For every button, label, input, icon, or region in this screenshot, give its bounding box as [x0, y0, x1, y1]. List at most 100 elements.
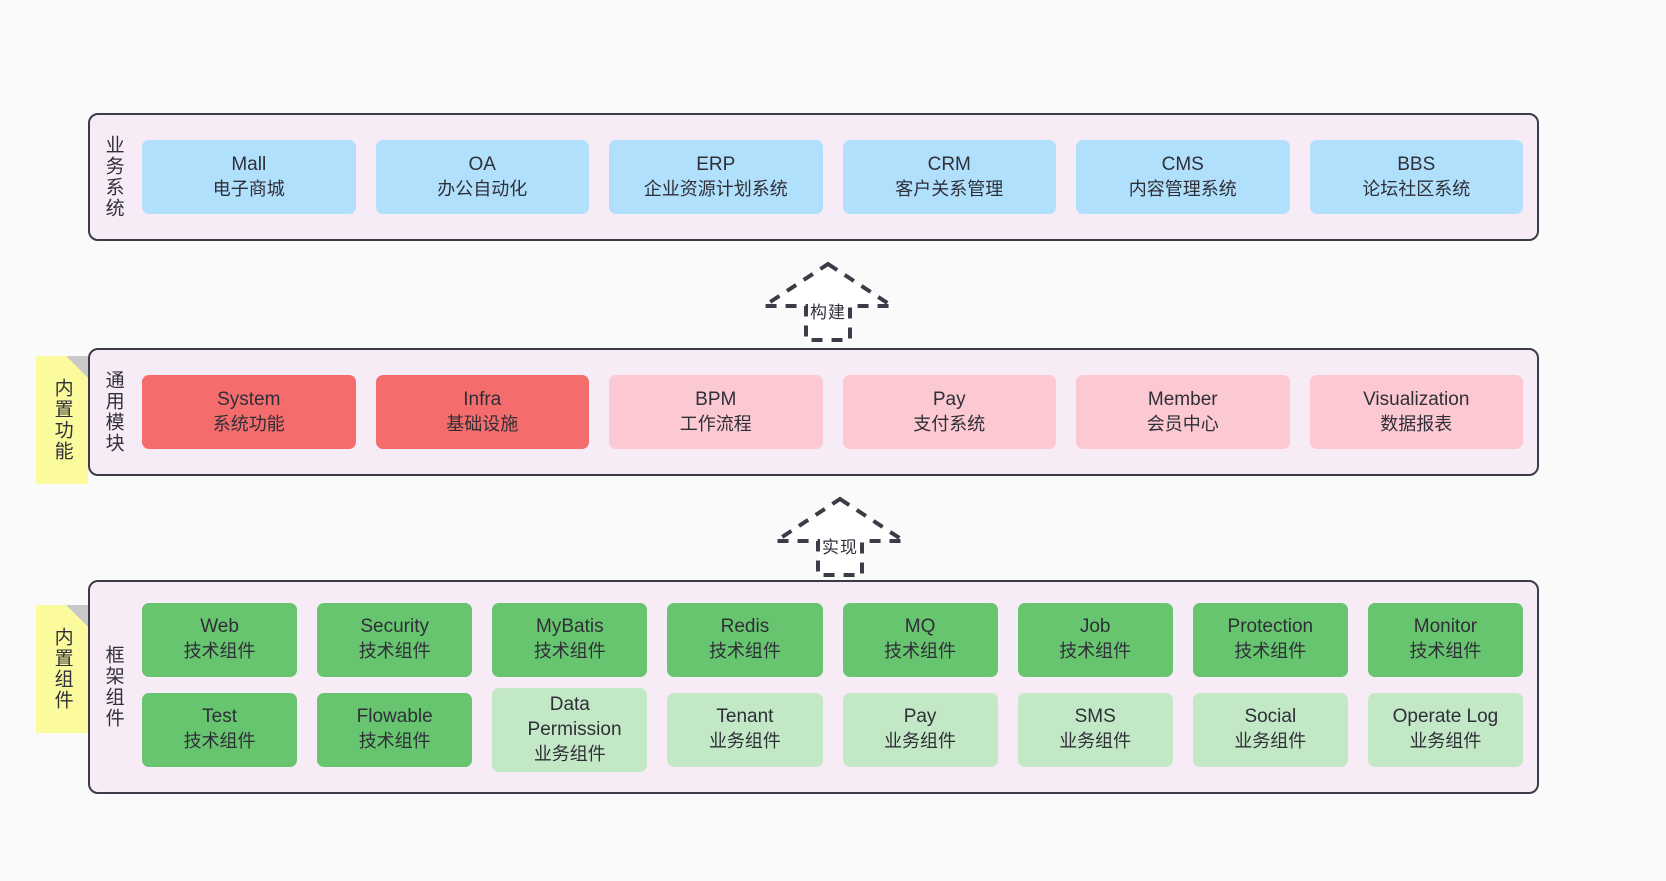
- layer-body-common-module: System 系统功能 Infra 基础设施 BPM 工作流程 Pay 支付系统…: [136, 350, 1537, 474]
- node-system[interactable]: System 系统功能: [142, 375, 356, 449]
- node-subtitle: 支付系统: [913, 413, 986, 434]
- node-title: Mall: [231, 153, 267, 175]
- node-test[interactable]: Test 技术组件: [142, 692, 298, 767]
- node-sms[interactable]: SMS 业务组件: [1017, 692, 1173, 767]
- node-security[interactable]: Security 技术组件: [317, 602, 473, 677]
- node-bbs[interactable]: BBS 论坛社区系统: [1309, 140, 1523, 214]
- node-social[interactable]: Social 业务组件: [1192, 692, 1348, 767]
- connector-build: 构建: [757, 260, 899, 342]
- node-subtitle: 技术组件: [358, 641, 431, 662]
- node-title: Infra: [463, 388, 502, 410]
- node-subtitle: 业务组件: [1409, 731, 1482, 752]
- note-label: 内置功能: [51, 378, 73, 462]
- node-title: Web: [200, 616, 239, 638]
- node-subtitle: 电子商城: [212, 178, 285, 199]
- node-title: Tenant: [716, 706, 774, 728]
- node-subtitle: 内容管理系统: [1128, 178, 1237, 199]
- node-subtitle: 办公自动化: [437, 178, 528, 199]
- node-subtitle: 技术组件: [183, 641, 256, 662]
- node-subtitle: 技术组件: [358, 731, 431, 752]
- node-cms[interactable]: CMS 内容管理系统: [1076, 140, 1290, 214]
- node-monitor[interactable]: Monitor 技术组件: [1367, 602, 1523, 677]
- node-pay-component[interactable]: Pay 业务组件: [842, 692, 998, 767]
- node-tenant[interactable]: Tenant 业务组件: [667, 692, 823, 767]
- node-subtitle: 业务组件: [708, 731, 781, 752]
- node-crm[interactable]: CRM 客户关系管理: [842, 140, 1056, 214]
- layer-title-business-system: 业务系统: [102, 135, 124, 219]
- node-visualization[interactable]: Visualization 数据报表: [1309, 375, 1523, 449]
- node-subtitle: 会员中心: [1146, 413, 1219, 434]
- node-subtitle: 业务组件: [533, 743, 606, 764]
- connector-implement: 实现: [769, 495, 911, 577]
- node-subtitle: 工作流程: [679, 413, 752, 434]
- layer-business-system: 业务系统 Mall 电子商城 OA 办公自动化 ERP 企业资源计划系统 CRM…: [88, 113, 1539, 241]
- node-subtitle: 业务组件: [1059, 731, 1132, 752]
- layer-body-business-system: Mall 电子商城 OA 办公自动化 ERP 企业资源计划系统 CRM 客户关系…: [136, 115, 1537, 239]
- node-protection[interactable]: Protection 技术组件: [1192, 602, 1348, 677]
- node-title: Security: [360, 616, 429, 638]
- node-subtitle: 技术组件: [1059, 641, 1132, 662]
- node-title: Job: [1079, 616, 1111, 638]
- node-subtitle: 技术组件: [1234, 641, 1307, 662]
- layer-body-framework-component: Web 技术组件 Security 技术组件 MyBatis 技术组件 Redi…: [136, 582, 1537, 792]
- node-title: Member: [1147, 388, 1218, 410]
- node-subtitle: 数据报表: [1380, 413, 1453, 434]
- node-subtitle: 技术组件: [533, 641, 606, 662]
- node-title: MyBatis: [536, 616, 604, 638]
- node-redis[interactable]: Redis 技术组件: [667, 602, 823, 677]
- node-title: BPM: [695, 388, 737, 410]
- layer-title-common-module: 通用模块: [102, 370, 124, 454]
- node-title: System: [217, 388, 281, 410]
- node-flowable[interactable]: Flowable 技术组件: [317, 692, 473, 767]
- layer-framework-component: 框架组件 Web 技术组件 Security 技术组件 MyBatis 技术组件…: [88, 580, 1539, 794]
- node-subtitle: 系统功能: [212, 413, 285, 434]
- node-mq[interactable]: MQ 技术组件: [842, 602, 998, 677]
- node-title: Social: [1244, 706, 1297, 728]
- node-title: BBS: [1397, 153, 1436, 175]
- node-member[interactable]: Member 会员中心: [1076, 375, 1290, 449]
- note-label: 内置组件: [51, 627, 73, 711]
- node-operate-log[interactable]: Operate Log 业务组件: [1367, 692, 1523, 767]
- node-row: Test 技术组件 Flowable 技术组件 Data Permission …: [142, 687, 1523, 772]
- node-title: Operate Log: [1392, 706, 1499, 728]
- node-subtitle: 论坛社区系统: [1362, 178, 1471, 199]
- node-infra[interactable]: Infra 基础设施: [375, 375, 589, 449]
- node-title: Pay: [932, 388, 966, 410]
- node-row: Mall 电子商城 OA 办公自动化 ERP 企业资源计划系统 CRM 客户关系…: [142, 140, 1523, 214]
- node-subtitle: 技术组件: [884, 641, 957, 662]
- node-pay[interactable]: Pay 支付系统: [842, 375, 1056, 449]
- node-data-permission[interactable]: Data Permission 业务组件: [492, 687, 648, 772]
- node-row: Web 技术组件 Security 技术组件 MyBatis 技术组件 Redi…: [142, 602, 1523, 677]
- node-bpm[interactable]: BPM 工作流程: [609, 375, 823, 449]
- node-title: Test: [202, 706, 237, 728]
- node-title: Flowable: [356, 706, 433, 728]
- layer-title-framework-component: 框架组件: [102, 645, 124, 729]
- node-mall[interactable]: Mall 电子商城: [142, 140, 356, 214]
- generalization-arrow-icon: [769, 496, 911, 577]
- note-builtin-component: 内置组件: [36, 605, 88, 733]
- node-title: Monitor: [1413, 616, 1478, 638]
- layer-common-module: 通用模块 System 系统功能 Infra 基础设施 BPM 工作流程 Pay…: [88, 348, 1539, 476]
- note-builtin-function: 内置功能: [36, 356, 88, 484]
- node-erp[interactable]: ERP 企业资源计划系统: [609, 140, 823, 214]
- connector-label: 实现: [822, 538, 858, 557]
- node-row: System 系统功能 Infra 基础设施 BPM 工作流程 Pay 支付系统…: [142, 375, 1523, 449]
- node-job[interactable]: Job 技术组件: [1017, 602, 1173, 677]
- node-title: Redis: [720, 616, 770, 638]
- node-subtitle: 基础设施: [446, 413, 519, 434]
- node-subtitle: 业务组件: [884, 731, 957, 752]
- node-subtitle: 客户关系管理: [895, 178, 1004, 199]
- node-subtitle: 业务组件: [1234, 731, 1307, 752]
- node-subtitle: 技术组件: [708, 641, 781, 662]
- node-subtitle: 技术组件: [1409, 641, 1482, 662]
- node-title: Visualization: [1363, 388, 1470, 410]
- node-title: SMS: [1074, 706, 1116, 728]
- node-title: OA: [468, 153, 496, 175]
- generalization-arrow-icon: [757, 261, 899, 342]
- node-subtitle: 企业资源计划系统: [643, 178, 788, 199]
- node-oa[interactable]: OA 办公自动化: [375, 140, 589, 214]
- connector-label: 构建: [810, 303, 846, 322]
- node-web[interactable]: Web 技术组件: [142, 602, 298, 677]
- node-subtitle: 技术组件: [183, 731, 256, 752]
- node-mybatis[interactable]: MyBatis 技术组件: [492, 602, 648, 677]
